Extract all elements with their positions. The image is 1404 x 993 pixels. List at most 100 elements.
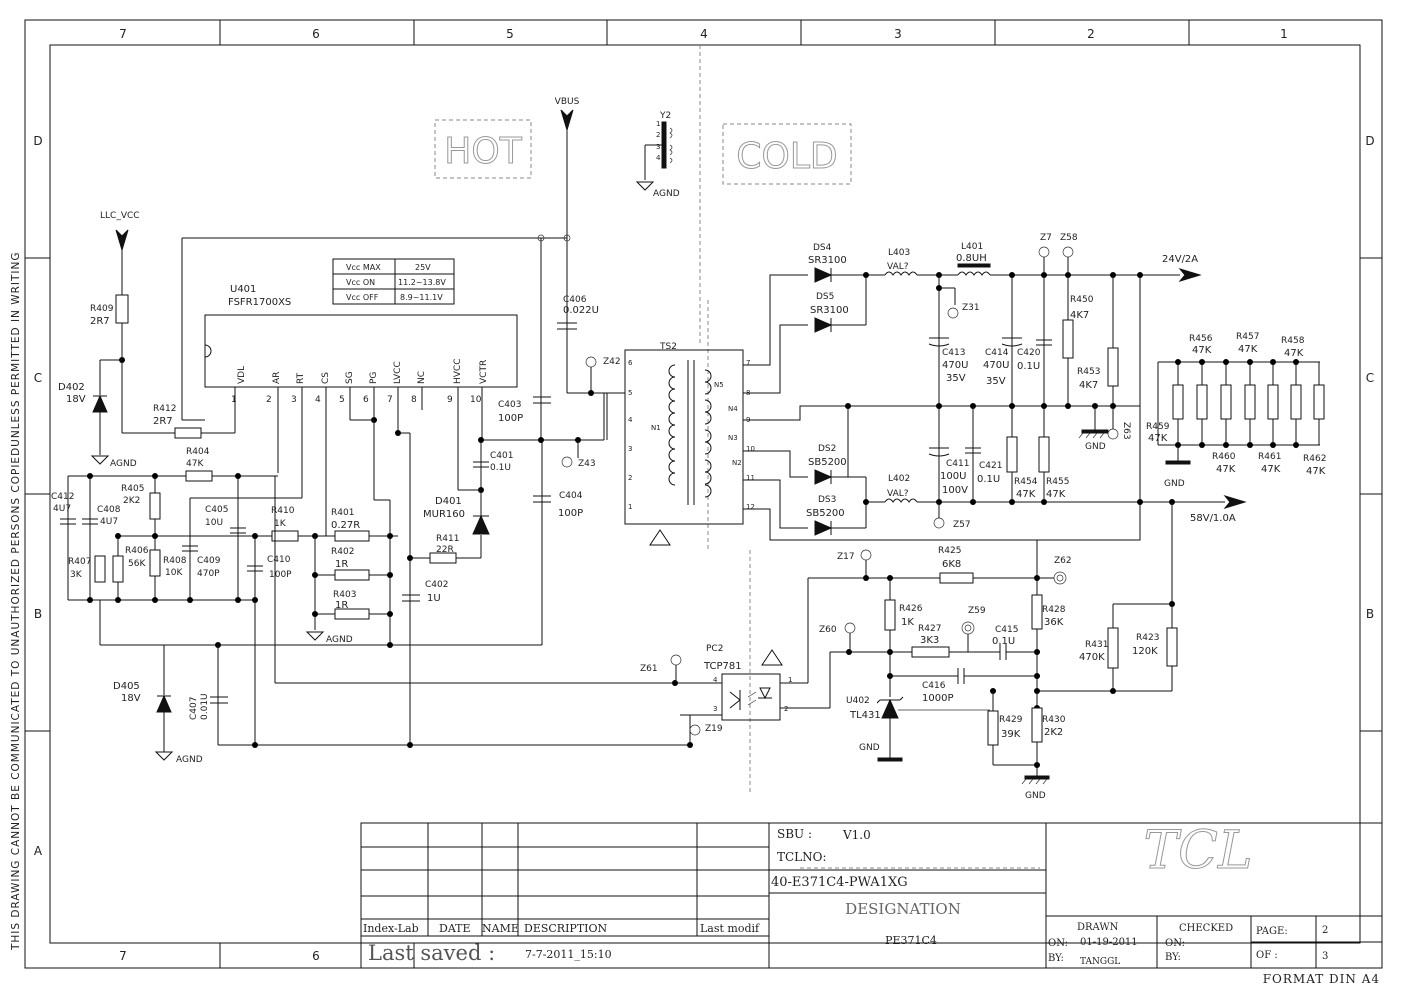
svg-text:SG: SG (345, 371, 355, 384)
svg-text:AGND: AGND (176, 755, 203, 765)
svg-text:AGND: AGND (326, 635, 353, 645)
svg-text:3: 3 (628, 445, 632, 453)
u401-part: FSFR1700XS (228, 297, 291, 308)
svg-text:1: 1 (656, 120, 660, 128)
svg-text:2: 2 (628, 474, 632, 482)
svg-text:47K: 47K (1238, 344, 1258, 355)
svg-text:R408: R408 (163, 556, 187, 566)
svg-text:8.9~11.1V: 8.9~11.1V (400, 293, 443, 302)
d402-zener: AGND (90, 360, 137, 469)
svg-text:R402: R402 (331, 547, 354, 557)
svg-text:47K: 47K (1016, 489, 1036, 500)
svg-text:0.1U: 0.1U (992, 636, 1015, 647)
svg-text:DS3: DS3 (818, 495, 836, 505)
svg-text:Z62: Z62 (1054, 556, 1072, 566)
svg-text:R428: R428 (1042, 605, 1066, 615)
svg-text:2K2: 2K2 (123, 496, 140, 506)
svg-text:C416: C416 (922, 681, 946, 691)
svg-text:VDL: VDL (237, 366, 247, 384)
svg-text:470U: 470U (942, 360, 968, 371)
col-3-top: 3 (894, 27, 902, 41)
svg-text:TL431: TL431 (849, 710, 881, 721)
svg-text:TS2: TS2 (659, 342, 677, 352)
optocoupler-pc2: PC2 TCP781 4 3 1 2 (703, 644, 792, 721)
svg-text:22R: 22R (436, 545, 454, 555)
col-2-top: 2 (1087, 27, 1095, 41)
svg-text:10: 10 (470, 395, 482, 405)
crystal-y2: Y2 1 2 3 4 AGND (635, 111, 680, 199)
svg-text:8: 8 (411, 395, 417, 405)
svg-text:BY:: BY: (1165, 952, 1181, 963)
svg-text:10U: 10U (205, 518, 223, 528)
confidentiality-notice: THIS DRAWING CANNOT BE COMMUNICATED TO U… (10, 251, 22, 951)
svg-text:Z17: Z17 (837, 552, 855, 562)
ic-pin-numbers: 1 2 3 4 5 6 7 8 9 10 (231, 395, 482, 405)
svg-text:10K: 10K (165, 568, 183, 578)
llc-vcc-port: LLC_VCC (100, 211, 140, 433)
svg-text:N3: N3 (728, 434, 738, 442)
svg-text:R405: R405 (121, 484, 144, 494)
vcc-table: Vcc MAX 25V Vcc ON 11.2~13.8V Vcc OFF 8.… (332, 258, 455, 305)
svg-text:R426: R426 (899, 604, 923, 614)
y2-ref: Y2 (659, 111, 671, 121)
svg-text:01-19-2011: 01-19-2011 (1080, 937, 1138, 948)
svg-text:Z61: Z61 (640, 664, 658, 674)
svg-text:R423: R423 (1136, 633, 1159, 643)
svg-text:4K7: 4K7 (1079, 380, 1098, 391)
svg-text:CHECKED: CHECKED (1179, 923, 1233, 934)
svg-text:Z42: Z42 (603, 357, 621, 367)
vbus-label: VBUS (555, 97, 580, 107)
row-c-right: C (1366, 371, 1374, 385)
svg-text:CS: CS (321, 372, 331, 384)
svg-text:0.1U: 0.1U (490, 463, 511, 473)
vbus-port: VBUS (555, 97, 607, 394)
c406-ref: C406 (563, 295, 587, 305)
svg-text:L403: L403 (888, 248, 910, 258)
svg-text:C404: C404 (559, 491, 583, 501)
svg-text:R454: R454 (1014, 477, 1038, 487)
svg-text:R450: R450 (1070, 295, 1094, 305)
svg-text:C409: C409 (197, 556, 221, 566)
svg-text:C421: C421 (979, 461, 1002, 471)
svg-text:FORMAT DIN A4: FORMAT DIN A4 (1263, 972, 1380, 986)
svg-text:Vcc ON: Vcc ON (346, 278, 375, 287)
svg-text:0.1U: 0.1U (1017, 361, 1040, 372)
col-6-top: 6 (312, 27, 320, 41)
svg-text:TCP781: TCP781 (703, 661, 742, 672)
svg-text:PG: PG (369, 372, 379, 384)
svg-text:Vcc MAX: Vcc MAX (346, 263, 381, 272)
svg-text:1000P: 1000P (922, 693, 953, 704)
svg-text:1U: 1U (427, 593, 441, 604)
svg-text:0.27R: 0.27R (331, 520, 360, 531)
svg-text:11: 11 (746, 474, 755, 482)
svg-text:Z58: Z58 (1060, 233, 1078, 243)
svg-text:2: 2 (784, 705, 788, 713)
row-b-left: B (34, 607, 42, 621)
svg-text:4: 4 (656, 154, 661, 162)
svg-text:40-E371C4-PWA1XG: 40-E371C4-PWA1XG (771, 875, 908, 890)
svg-text:7-7-2011_15:10: 7-7-2011_15:10 (525, 948, 612, 961)
svg-text:Z59: Z59 (968, 606, 986, 616)
svg-text:N4: N4 (728, 405, 738, 413)
svg-text:OF :: OF : (1256, 950, 1278, 961)
svg-text:C403: C403 (498, 400, 521, 410)
svg-text:3: 3 (713, 705, 717, 713)
svg-text:D402: D402 (58, 382, 85, 393)
svg-text:DS2: DS2 (818, 444, 836, 454)
svg-text:R427: R427 (918, 624, 941, 634)
svg-text:Z43: Z43 (578, 459, 596, 469)
col-6-bottom: 6 (312, 949, 320, 963)
svg-text:2: 2 (266, 395, 272, 405)
svg-text:470U: 470U (983, 360, 1009, 371)
svg-text:R403: R403 (333, 590, 356, 600)
svg-text:Z57: Z57 (953, 520, 971, 530)
svg-text:LLC_VCC: LLC_VCC (100, 211, 140, 221)
col-5-top: 5 (506, 27, 514, 41)
svg-text:D401: D401 (435, 496, 462, 507)
svg-text:3K: 3K (70, 570, 83, 580)
col-4-top: 4 (700, 27, 708, 41)
svg-text:1K: 1K (901, 617, 914, 628)
svg-text:3: 3 (656, 143, 660, 151)
row-c-left: C (34, 371, 42, 385)
svg-text:PC2: PC2 (706, 644, 723, 654)
